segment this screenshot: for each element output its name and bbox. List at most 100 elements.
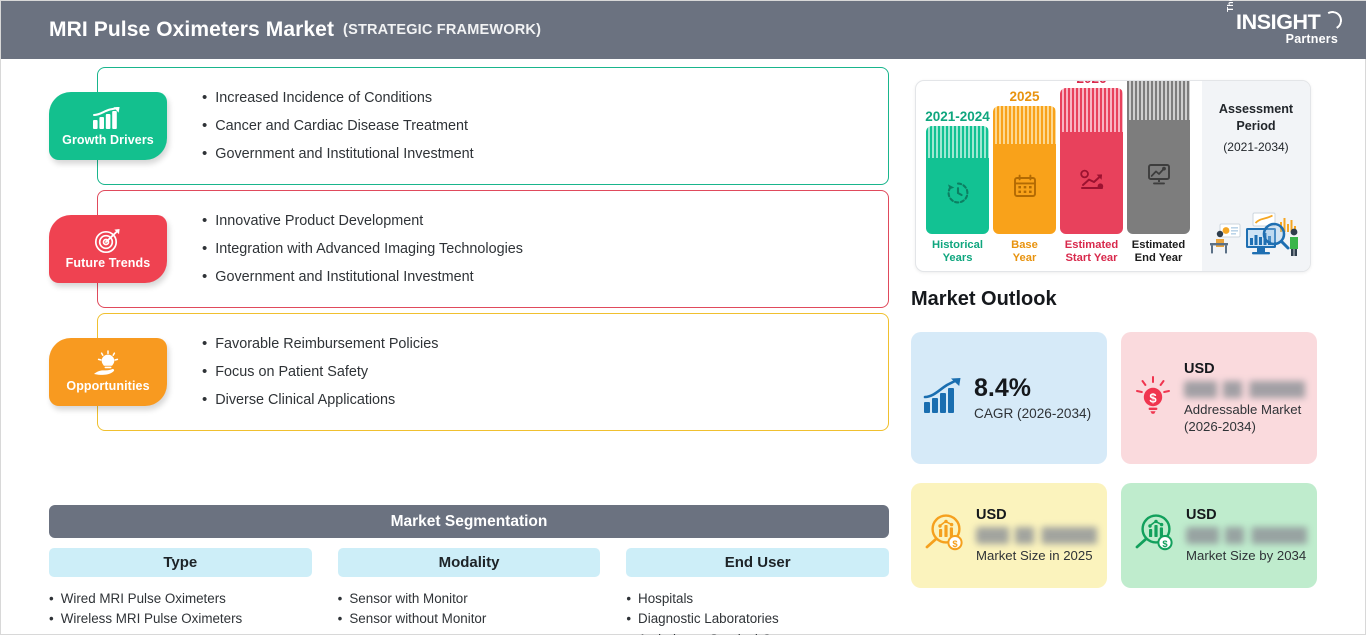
market-segmentation-header: Market Segmentation: [49, 505, 889, 538]
bar-caption: Historical Years: [932, 238, 983, 264]
list-item: Ambulatory Surgical Centers: [626, 630, 889, 635]
bar-year-label: 2026: [1076, 81, 1106, 86]
assessment-bar-estimated-end: 2034: [1127, 81, 1190, 265]
list-item: Diagnostic Laboratories: [626, 609, 889, 629]
list-item: Integration with Advanced Imaging Techno…: [202, 240, 523, 258]
bar-body: [1127, 119, 1190, 234]
page-header: MRI Pulse Oximeters Market (STRATEGIC FR…: [1, 0, 1366, 59]
card-caption: Addressable Market (2026-2034): [1184, 401, 1302, 434]
list-item: Sensor without Monitor: [338, 609, 601, 629]
badge-future-trends[interactable]: Future Trends: [49, 215, 167, 283]
logo-the-text: The: [1225, 0, 1235, 12]
list-item: Favorable Reimbursement Policies: [202, 335, 438, 353]
bar-body: [993, 143, 1056, 234]
assessment-period-title: Assessment Period: [1218, 102, 1294, 133]
assessment-bar-estimated-start: 2026: [1060, 81, 1123, 265]
list-item: Cancer and Cardiac Disease Treatment: [202, 117, 474, 135]
lightbulb-dollar-icon: $: [1131, 374, 1175, 423]
logo-arc-icon: [1320, 8, 1345, 33]
segmentation-columns: Type Wired MRI Pulse Oximeters Wireless …: [49, 548, 890, 635]
bar-column: [926, 125, 989, 234]
list-item: Diverse Clinical Applications: [202, 391, 438, 409]
segmentation-items-modality: Sensor with Monitor Sensor without Monit…: [338, 589, 601, 630]
outlook-card-addressable-market[interactable]: $ USD Addressable Market (2026-2034): [1121, 332, 1317, 464]
bar-year-label: 2021-2024: [925, 108, 990, 124]
segmentation-column-end-user: End User Hospitals Diagnostic Laboratori…: [626, 548, 890, 635]
assessment-period-range: (2021-2034): [1223, 140, 1289, 154]
list-future-trends: Innovative Product Development Integrati…: [202, 190, 523, 308]
list-item: Government and Institutional Investment: [202, 145, 473, 163]
magnifier-chart-dollar-icon: $: [921, 511, 967, 560]
list-item: Increased Incidence of Conditions: [202, 89, 474, 107]
badge-label: Opportunities: [66, 379, 150, 393]
bar-top-striped: [926, 125, 989, 158]
bar-chart-growth-icon: [91, 105, 125, 131]
assessment-bars-chart: 2021-2024: [925, 81, 1206, 271]
outlook-card-market-size-2034[interactable]: $ USD Market Size by 2034: [1121, 483, 1317, 588]
bar-year-label: 2025: [1009, 88, 1040, 104]
card-caption: Market Size by 2034: [1186, 547, 1307, 563]
hidden-value-blur: [1184, 380, 1310, 398]
segmentation-pill-label: Modality: [438, 554, 500, 571]
svg-text:$: $: [952, 538, 958, 549]
segmentation-pill-modality[interactable]: Modality: [337, 548, 601, 577]
card-currency-label: USD: [1184, 360, 1215, 377]
list-item: Wireless MRI Pulse Oximeters: [49, 609, 312, 629]
segmentation-column-type: Type Wired MRI Pulse Oximeters Wireless …: [49, 548, 312, 635]
market-outlook-title: Market Outlook: [911, 288, 1057, 310]
bar-chart-arrow-icon: [921, 376, 965, 421]
assessment-bar-historical: 2021-2024: [925, 109, 990, 265]
list-item: Government and Institutional Investment: [202, 268, 523, 286]
page-title: MRI Pulse Oximeters Market: [49, 18, 335, 41]
panel-growth-drivers: Growth Drivers Increased Incidence of Co…: [49, 67, 889, 185]
bar-body: [1060, 131, 1123, 234]
assessment-period-card: 2021-2024: [915, 80, 1311, 272]
card-currency-label: USD: [976, 506, 1007, 523]
list-item: Sensor with Monitor: [338, 589, 601, 609]
right-column: 2021-2024: [906, 59, 1366, 635]
svg-text:$: $: [1162, 538, 1168, 549]
list-growth-drivers: Increased Incidence of Conditions Cancer…: [202, 67, 474, 185]
card-currency-label: USD: [1186, 506, 1217, 523]
segmentation-pill-end-user[interactable]: End User: [626, 548, 890, 577]
list-item: Hospitals: [626, 589, 889, 609]
bar-body: [926, 157, 989, 234]
segmentation-items-end-user: Hospitals Diagnostic Laboratories Ambula…: [626, 589, 889, 635]
data-analysis-illustration: [1206, 196, 1306, 263]
bar-top-striped: [1127, 81, 1190, 120]
badge-growth-drivers[interactable]: Growth Drivers: [49, 92, 167, 160]
insight-partners-logo: The INSIGHT Partners: [1225, 0, 1345, 52]
bar-caption: Estimated Start Year: [1064, 238, 1119, 264]
segmentation-pill-type[interactable]: Type: [49, 548, 312, 577]
list-item: Innovative Product Development: [202, 212, 523, 230]
panel-opportunities: Opportunities Favorable Reimbursement Po…: [49, 313, 889, 431]
outlook-card-cagr[interactable]: 8.4% CAGR (2026-2034): [911, 332, 1107, 464]
lightbulb-hand-icon: [91, 350, 125, 377]
badge-opportunities[interactable]: Opportunities: [49, 338, 167, 406]
page-subtitle: (STRATEGIC FRAMEWORK): [343, 22, 542, 38]
list-item: Focus on Patient Safety: [202, 363, 438, 381]
badge-label: Growth Drivers: [62, 133, 154, 147]
list-item: Wired MRI Pulse Oximeters: [49, 589, 312, 609]
bar-column: [1060, 87, 1123, 234]
bar-column: [993, 105, 1056, 234]
logo-partners-text: Partners: [1285, 32, 1338, 46]
bar-caption: Base Year: [1011, 238, 1038, 264]
segmentation-column-modality: Modality Sensor with Monitor Sensor with…: [337, 548, 601, 635]
assessment-period-panel: Assessment Period (2021-2034): [1202, 81, 1310, 271]
assessment-bar-base-year: 2025: [993, 89, 1056, 265]
bar-caption: Estimated End Year: [1131, 238, 1186, 264]
outlook-card-market-size-2025[interactable]: $ USD Market Size in 2025: [911, 483, 1107, 588]
magnifier-chart-dollar-icon: $: [1131, 511, 1177, 560]
history-clock-icon: [945, 180, 971, 211]
segmentation-items-type: Wired MRI Pulse Oximeters Wireless MRI P…: [49, 589, 312, 630]
left-column: Growth Drivers Increased Incidence of Co…: [1, 59, 906, 635]
bar-top-striped: [993, 105, 1056, 144]
hidden-value-blur: [1186, 526, 1312, 544]
market-segmentation-title: Market Segmentation: [390, 512, 548, 530]
bar-top-striped: [1060, 87, 1123, 132]
hidden-value-blur: [976, 526, 1102, 544]
cagr-caption: CAGR (2026-2034): [974, 405, 1092, 421]
logo-insight-text: INSIGHT: [1236, 10, 1321, 34]
